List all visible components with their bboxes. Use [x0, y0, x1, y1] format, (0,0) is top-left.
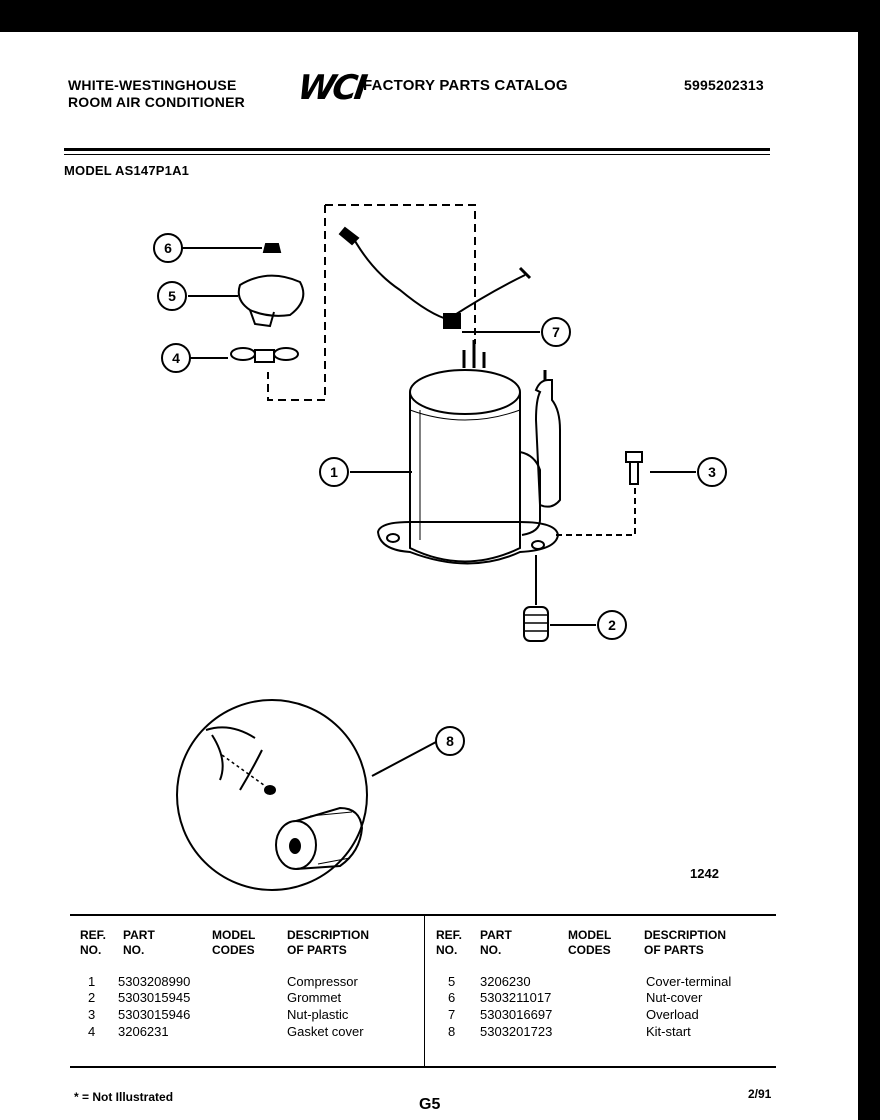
start-kit-inset — [176, 699, 368, 891]
callout-2-label: 2 — [608, 617, 616, 633]
terminal-cover-part — [237, 274, 305, 317]
table-row-ref: 1 — [88, 974, 96, 989]
table-row-desc: Gasket cover — [287, 1024, 364, 1039]
callout-3 — [697, 457, 727, 487]
figure-number: 1242 — [690, 866, 719, 881]
table-row-desc: Nut-plastic — [287, 1007, 349, 1022]
table-row-desc: Kit-start — [646, 1024, 691, 1039]
table-row-ref: 2 — [88, 990, 96, 1005]
callout-7 — [541, 317, 571, 347]
grommet-part — [523, 606, 549, 642]
start-device — [534, 379, 561, 508]
model-label: MODEL AS147P1A1 — [64, 163, 190, 178]
nut-cover-part — [262, 243, 282, 253]
table-row-desc: Overload — [646, 1007, 699, 1022]
table-row-ref: 5 — [448, 974, 456, 989]
callout-1-label: 1 — [330, 464, 338, 480]
table-row-desc: Compressor — [287, 974, 358, 989]
table-row-desc: Cover-terminal — [646, 974, 732, 989]
callout-6-label: 6 — [164, 240, 172, 256]
not-illustrated-note: * = Not Illustrated — [74, 1090, 174, 1104]
callout-7-label: 7 — [552, 324, 560, 340]
table-row-part: 3206230 — [480, 974, 531, 989]
scan-border-right — [858, 0, 880, 1120]
nut-plastic-part — [625, 451, 643, 463]
revision-date: 2/91 — [748, 1087, 772, 1101]
table-divider — [424, 916, 425, 1066]
dashed-grouping-left — [267, 204, 476, 401]
col-ref-header-right: REF.NO. — [436, 928, 463, 957]
table-top-rule — [70, 914, 776, 916]
table-row-part: 5303015946 — [118, 1007, 191, 1022]
callout-2 — [597, 610, 627, 640]
callout-5-label: 5 — [168, 288, 176, 304]
compressor-top — [409, 369, 521, 415]
overload-wire — [349, 231, 451, 321]
gasket-part — [230, 347, 256, 361]
table-row-desc: Grommet — [287, 990, 342, 1005]
callout-4-label: 4 — [172, 350, 180, 366]
compressor-body — [409, 392, 521, 563]
brand-line-1: WHITE-WESTINGHOUSE — [68, 77, 237, 93]
callout-1 — [319, 457, 349, 487]
table-row-ref: 6 — [448, 990, 456, 1005]
table-row-part: 5303201723 — [480, 1024, 553, 1039]
scan-border-top — [0, 0, 880, 32]
brand-line-2: ROOM AIR CONDITIONER — [68, 94, 245, 110]
callout-4 — [161, 343, 191, 373]
callout-3-label: 3 — [708, 464, 716, 480]
overload-protector — [443, 313, 461, 329]
table-row-ref: 4 — [88, 1024, 96, 1039]
table-row-part: 3206231 — [118, 1024, 169, 1039]
compressor-base — [376, 521, 560, 565]
col-ref-header: REF.NO. — [80, 928, 107, 957]
table-row-part: 5303016697 — [480, 1007, 553, 1022]
catalog-title: FACTORY PARTS CATALOG — [363, 77, 568, 94]
table-row-ref: 7 — [448, 1007, 456, 1022]
callout-5 — [157, 281, 187, 311]
table-row-part: 5303208990 — [118, 974, 191, 989]
table-row-part: 5303015945 — [118, 990, 191, 1005]
table-bottom-rule — [70, 1066, 776, 1068]
page-code: G5 — [419, 1096, 441, 1113]
table-row-ref: 3 — [88, 1007, 96, 1022]
header-rule-thin — [64, 154, 770, 155]
callout-8-label: 8 — [446, 733, 454, 749]
header-rule-thick — [64, 148, 770, 151]
table-row-ref: 8 — [448, 1024, 456, 1039]
callout-8 — [435, 726, 465, 756]
table-row-part: 5303211017 — [480, 990, 552, 1005]
callout-6 — [153, 233, 183, 263]
bracket-clip — [205, 726, 263, 791]
table-row-desc: Nut-cover — [646, 990, 703, 1005]
catalog-number: 5995202313 — [684, 77, 764, 93]
